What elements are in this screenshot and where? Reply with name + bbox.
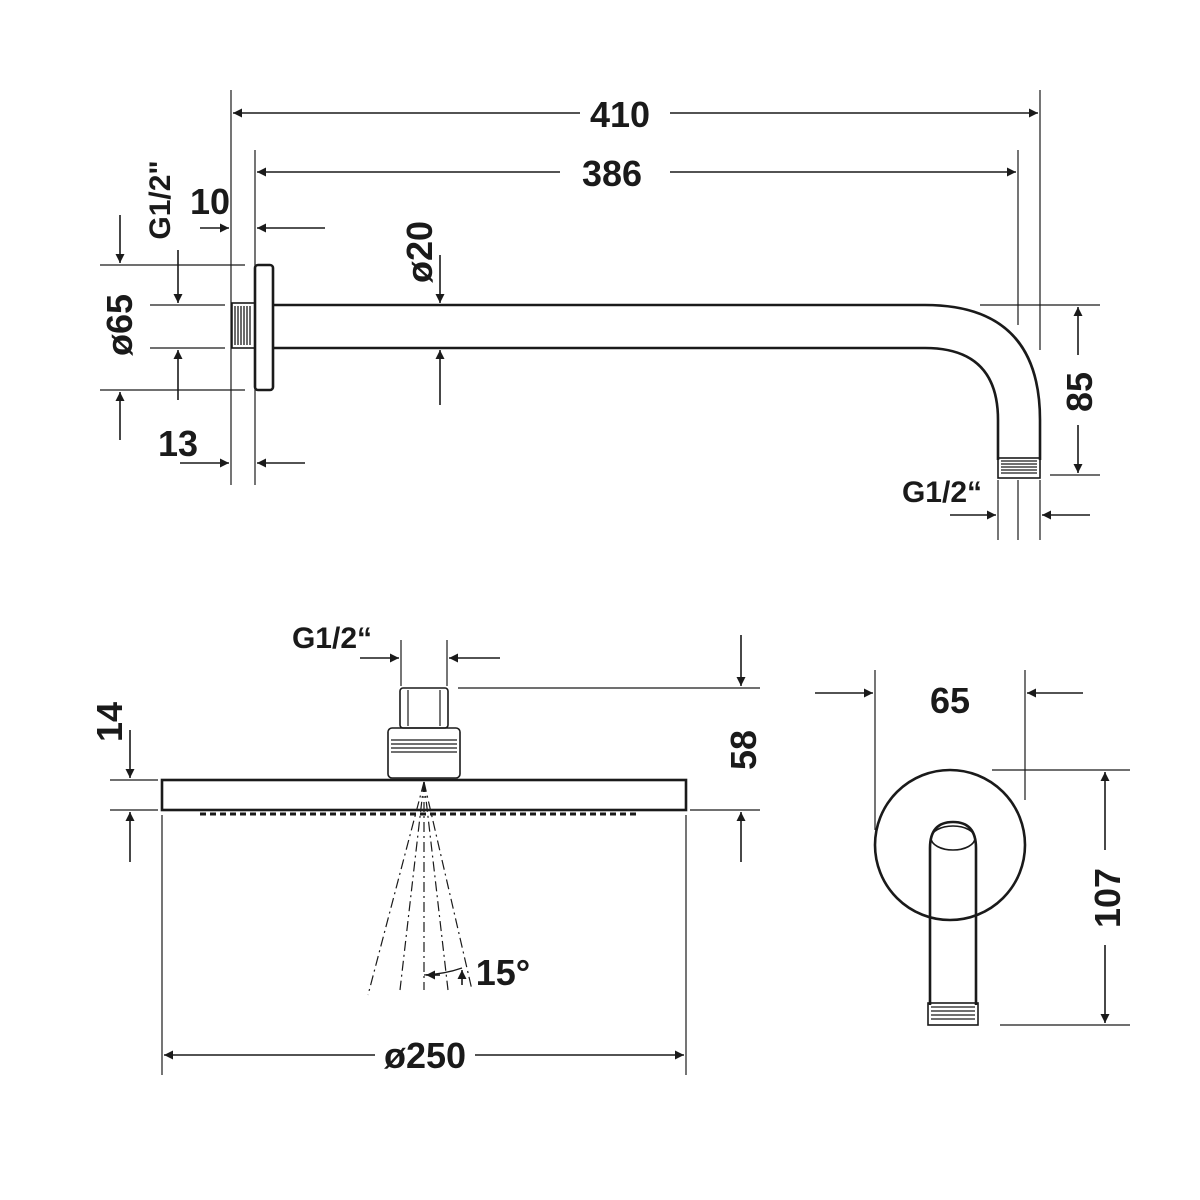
dim-thread-outlet: G1/2“ — [902, 476, 982, 509]
dim-pipe-diameter: ø20 — [399, 221, 440, 283]
outlet-thread — [997, 457, 1041, 479]
rosette-arm-thread — [927, 1002, 979, 1026]
arm-side-view: 410 386 10 13 ø65 G1/2" ø20 85 G1/2“ — [99, 90, 1100, 540]
outlet-thread-hatch — [1001, 460, 1037, 474]
dim-rosette-height: 107 — [1087, 868, 1128, 928]
swivel-knurl — [391, 739, 457, 753]
dim-drop-height: 85 — [1059, 372, 1100, 412]
arm-pipe-bottom — [273, 346, 1000, 460]
wall-flange — [253, 263, 275, 392]
dim-head-diameter: ø250 — [384, 1035, 466, 1076]
rosette-circle — [873, 768, 1027, 922]
rosette-thread-hatch — [931, 1006, 975, 1020]
dim-head-thickness: 14 — [89, 702, 130, 742]
dim-flange-diameter: ø65 — [99, 294, 140, 356]
dim-arm-length: 386 — [582, 153, 642, 194]
dim-thread-wall: G1/2" — [144, 160, 177, 239]
arm-pipe-top — [273, 303, 1042, 460]
head-swivel-joint — [387, 727, 461, 779]
dim-spray-angle: 15° — [476, 952, 530, 993]
dim-flange-offset: 10 — [190, 181, 230, 222]
rosette-front-view: 65 107 — [815, 670, 1130, 1026]
dim-total-length: 410 — [590, 94, 650, 135]
dim-head-height: 58 — [723, 730, 764, 770]
wall-thread-hatch — [234, 306, 251, 345]
dim-thread-head: G1/2“ — [292, 622, 372, 655]
shower-head-view: 15° G1/2“ 58 14 ø250 — [89, 622, 764, 1076]
dim-flange-thickness: 13 — [158, 423, 198, 464]
dim-rosette-width: 65 — [930, 680, 970, 721]
head-connector-nut — [399, 687, 449, 729]
